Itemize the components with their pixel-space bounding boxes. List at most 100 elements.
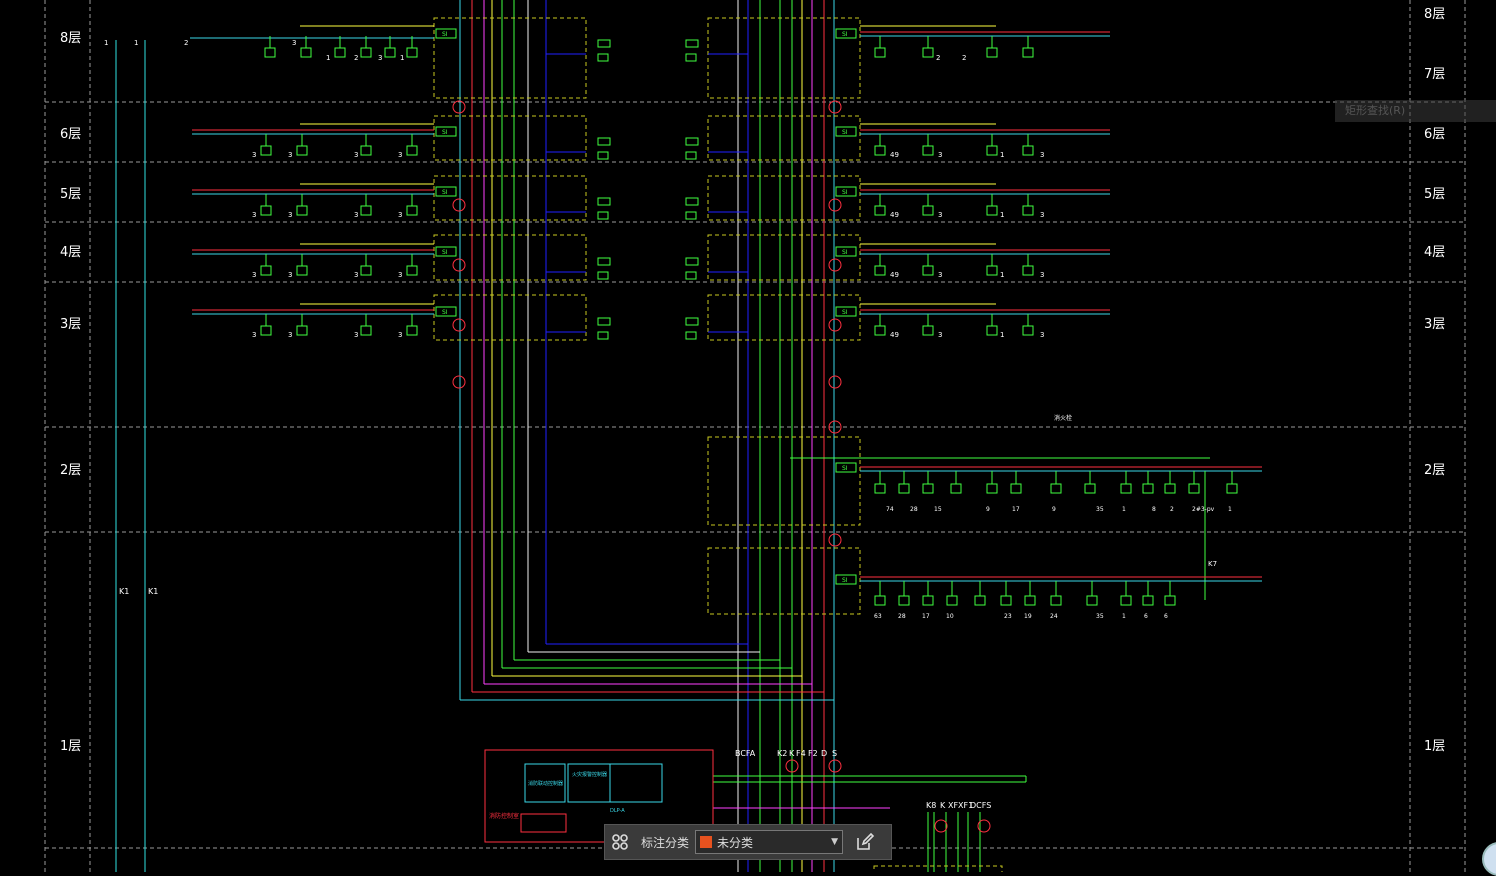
si-module (835, 462, 857, 473)
device-count: 3 (938, 331, 942, 339)
short-circuit-isolator (452, 375, 466, 389)
device-count: 3 (354, 211, 358, 219)
device-count: 3 (398, 331, 402, 339)
rect-find-tooltip: 矩形查找(R) (1335, 100, 1496, 122)
si-module-label: SI (842, 309, 848, 316)
floor-label: 5层 (60, 187, 82, 202)
grid-icon[interactable] (605, 825, 635, 859)
category-select[interactable]: 未分类 ▼ (695, 830, 844, 854)
device-count: 3 (288, 271, 292, 279)
controller-unit (524, 763, 566, 803)
si-module-label: SI (442, 189, 448, 196)
device-symbol (360, 47, 372, 58)
device-count: 15 (934, 506, 942, 513)
control-room-box (484, 749, 714, 843)
short-circuit-isolator (452, 198, 466, 212)
chevron-down-icon: ▼ (831, 837, 839, 847)
device-count: 3 (938, 271, 942, 279)
device-symbol (922, 483, 934, 494)
device-symbol (922, 205, 934, 216)
device-count: 10 (946, 613, 954, 620)
speaker-symbol (597, 197, 611, 206)
si-module (835, 574, 857, 585)
device-symbol (406, 145, 418, 156)
device-symbol (874, 595, 886, 606)
floor-label: 3层 (1424, 317, 1446, 332)
si-module (435, 186, 457, 197)
si-module-label: SI (842, 31, 848, 38)
device-count: 3 (378, 54, 382, 62)
device-symbol (922, 145, 934, 156)
short-circuit-isolator (828, 100, 842, 114)
short-circuit-isolator (452, 318, 466, 332)
device-count: 8 (1152, 506, 1156, 513)
device-symbol (406, 205, 418, 216)
device-symbol (986, 325, 998, 336)
device-count: 3 (292, 39, 296, 47)
device-symbol (360, 325, 372, 336)
annotation-toolbar: 标注分类 未分类 ▼ (604, 824, 892, 860)
floor-module-left (433, 294, 587, 341)
device-count: 2 (1170, 506, 1174, 513)
device-symbol (597, 151, 609, 160)
device-symbol (406, 265, 418, 276)
device-count: 3 (1040, 211, 1044, 219)
speaker-symbol (685, 137, 699, 146)
device-symbol (974, 595, 986, 606)
device-count: 3 (1040, 331, 1044, 339)
device-symbol (898, 595, 910, 606)
bus-label: XF (948, 801, 958, 810)
device-count: 1 (1000, 331, 1004, 339)
device-count: 3 (288, 331, 292, 339)
device-symbol (685, 211, 697, 220)
device-symbol (1022, 325, 1034, 336)
short-circuit-isolator (934, 819, 948, 833)
device-count: 9 (1052, 506, 1056, 513)
device-symbol (922, 265, 934, 276)
si-module-label: SI (442, 129, 448, 136)
device-count: 2#3-pv (1192, 506, 1215, 513)
device-symbol (1022, 205, 1034, 216)
device-count: 2 (354, 54, 358, 62)
device-symbol (384, 47, 396, 58)
floor-label: 6层 (60, 127, 82, 142)
short-circuit-isolator (452, 100, 466, 114)
device-symbol (898, 483, 910, 494)
device-symbol (1142, 595, 1154, 606)
floor-label: 8层 (1424, 7, 1446, 22)
device-symbol (922, 595, 934, 606)
device-symbol (1086, 595, 1098, 606)
device-symbol (946, 595, 958, 606)
short-circuit-isolator (828, 258, 842, 272)
device-symbol (1024, 595, 1036, 606)
edit-icon[interactable] (847, 825, 883, 859)
device-symbol (1164, 595, 1176, 606)
device-count: 1 (1122, 506, 1126, 513)
speaker-symbol (597, 137, 611, 146)
device-symbol (922, 325, 934, 336)
floor-module-right (707, 294, 861, 341)
bus-label: K2 (777, 749, 787, 758)
floor-label: 1层 (1424, 739, 1446, 754)
device-symbol (1022, 47, 1034, 58)
si-module (835, 246, 857, 257)
device-symbol (874, 205, 886, 216)
device-count: 35 (1096, 506, 1104, 513)
floor-label: 8层 (60, 31, 82, 46)
annotation-category-label: 标注分类 (641, 835, 690, 850)
device-count: 3 (398, 211, 402, 219)
note: 消火栓 (1054, 414, 1072, 422)
floor-module-right (707, 17, 861, 99)
category-selected-value: 未分类 (717, 835, 754, 850)
short-circuit-isolator (452, 258, 466, 272)
device-count: 17 (922, 613, 930, 620)
device-count: 3 (398, 271, 402, 279)
device-symbol (986, 483, 998, 494)
si-module-label: SI (842, 577, 848, 584)
wiring (115, 0, 1262, 872)
si-module (835, 306, 857, 317)
si-module-label: SI (442, 31, 448, 38)
device-symbol (986, 47, 998, 58)
device-symbol (1010, 483, 1022, 494)
